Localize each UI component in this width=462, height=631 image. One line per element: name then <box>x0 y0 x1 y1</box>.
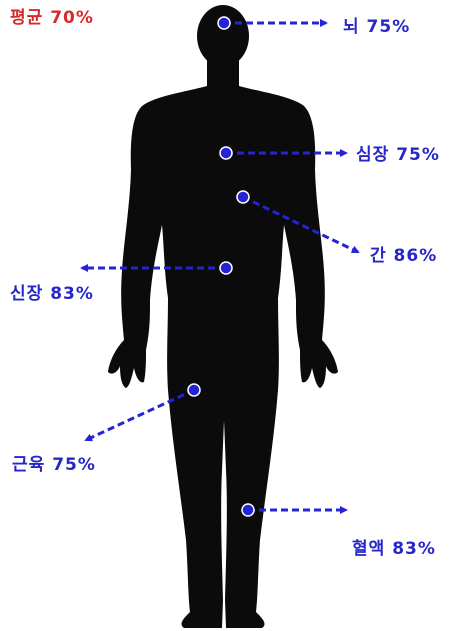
human-silhouette <box>108 5 338 628</box>
head-shape <box>197 5 249 67</box>
average-label: 평균 70% <box>10 10 94 27</box>
body-shape <box>108 86 338 628</box>
liver-label: 간 86% <box>370 248 437 265</box>
heart-label: 심장 75% <box>356 147 440 164</box>
brain-label: 뇌 75% <box>343 19 410 36</box>
blood-label: 혈액 83% <box>352 541 436 558</box>
kidney-label: 신장 83% <box>10 286 94 303</box>
neck-shape <box>207 58 239 90</box>
muscle-label: 근육 75% <box>12 457 96 474</box>
